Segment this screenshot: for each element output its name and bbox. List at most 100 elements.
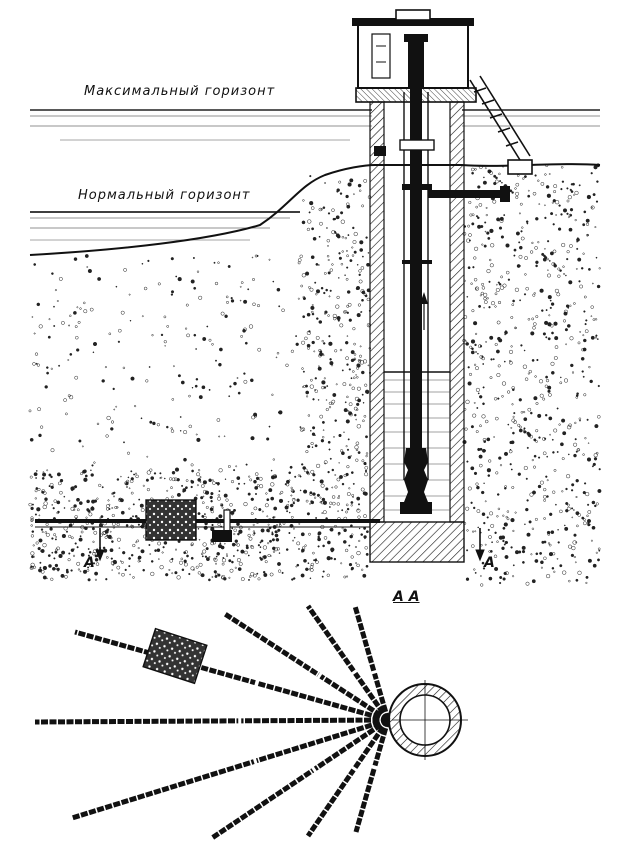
soil-speck — [32, 504, 33, 505]
soil-speck — [291, 350, 294, 353]
soil-speck — [64, 496, 65, 497]
soil-speck — [192, 387, 193, 388]
soil-speck — [215, 360, 216, 361]
soil-speck — [528, 190, 529, 191]
soil-speck — [483, 522, 485, 524]
soil-speck — [128, 477, 129, 478]
soil-speck — [496, 472, 499, 475]
soil-speck — [335, 305, 339, 309]
radial-pipe — [72, 720, 388, 818]
soil-speck — [248, 528, 250, 530]
soil-speck — [356, 403, 359, 406]
soil-speck — [497, 515, 499, 517]
soil-speck — [316, 336, 319, 339]
soil-speck — [487, 297, 489, 299]
soil-speck — [349, 369, 351, 371]
soil-speck — [590, 380, 593, 383]
soil-speck — [310, 288, 313, 291]
soil-speck — [229, 577, 231, 579]
soil-speck — [529, 521, 532, 524]
soil-speck — [523, 431, 526, 434]
soil-speck — [326, 227, 327, 228]
soil-speck — [588, 443, 589, 444]
soil-speck — [42, 531, 43, 532]
soil-speck — [551, 531, 554, 534]
soil-speck — [573, 302, 575, 304]
soil-speck — [346, 278, 348, 280]
soil-speck — [132, 544, 135, 547]
soil-speck — [499, 180, 500, 181]
soil-speck — [556, 214, 557, 215]
soil-speck — [337, 189, 340, 192]
soil-speck — [532, 459, 534, 461]
soil-speck — [139, 499, 140, 500]
soil-speck — [40, 426, 43, 429]
soil-speck — [330, 361, 334, 365]
soil-speck — [68, 359, 69, 360]
soil-speck — [248, 534, 251, 537]
soil-speck — [593, 319, 595, 321]
soil-speck — [131, 492, 133, 494]
soil-speck — [352, 494, 354, 496]
soil-speck — [55, 289, 57, 291]
soil-speck — [37, 303, 40, 306]
soil-speck — [572, 546, 576, 550]
soil-speck — [279, 523, 281, 525]
soil-speck — [218, 363, 221, 366]
soil-speck — [198, 512, 200, 514]
soil-speck — [565, 275, 566, 276]
soil-speck — [226, 301, 228, 303]
soil-speck — [357, 564, 360, 567]
soil-speck — [545, 376, 547, 378]
soil-speck — [296, 343, 299, 346]
soil-speck — [31, 552, 35, 556]
soil-speck — [345, 402, 346, 403]
soil-speck — [546, 337, 548, 339]
soil-speck — [536, 265, 538, 267]
soil-speck — [141, 508, 144, 511]
soil-speck — [348, 410, 349, 411]
soil-speck — [151, 560, 153, 562]
soil-speck — [560, 564, 562, 566]
soil-speck — [351, 501, 353, 503]
soil-speck — [188, 573, 190, 575]
soil-speck — [364, 384, 367, 387]
soil-speck — [338, 277, 339, 278]
soil-speck — [327, 574, 330, 577]
soil-speck — [177, 576, 181, 580]
soil-speck — [572, 183, 574, 185]
soil-speck — [516, 232, 519, 235]
soil-speck — [170, 487, 172, 489]
soil-speck — [530, 332, 534, 336]
soil-speck — [44, 498, 47, 501]
soil-speck — [46, 372, 48, 374]
soil-speck — [489, 512, 492, 515]
soil-speck — [55, 539, 56, 540]
soil-speck — [579, 285, 582, 288]
soil-speck — [35, 514, 37, 516]
soil-speck — [52, 567, 55, 570]
radial-pipes — [35, 606, 388, 838]
soil-speck — [297, 564, 299, 566]
soil-speck — [236, 466, 237, 467]
soil-speck — [346, 473, 349, 476]
soil-speck — [79, 538, 83, 542]
soil-speck — [585, 320, 587, 322]
soil-speck — [42, 477, 44, 479]
soil-speck — [318, 536, 320, 538]
soil-speck — [346, 504, 348, 506]
soil-speck — [347, 336, 348, 337]
soil-speck — [141, 550, 145, 554]
soil-speck — [31, 566, 33, 568]
soil-speck — [235, 567, 237, 569]
soil-speck — [164, 478, 165, 479]
soil-speck — [216, 556, 217, 557]
soil-speck — [251, 416, 254, 419]
soil-speck — [197, 271, 199, 273]
soil-speck — [352, 227, 354, 229]
soil-speck — [205, 491, 209, 495]
outlet-pipe — [374, 146, 510, 202]
soil-speck — [348, 439, 349, 440]
soil-speck — [484, 297, 487, 300]
soil-speck — [329, 402, 332, 405]
